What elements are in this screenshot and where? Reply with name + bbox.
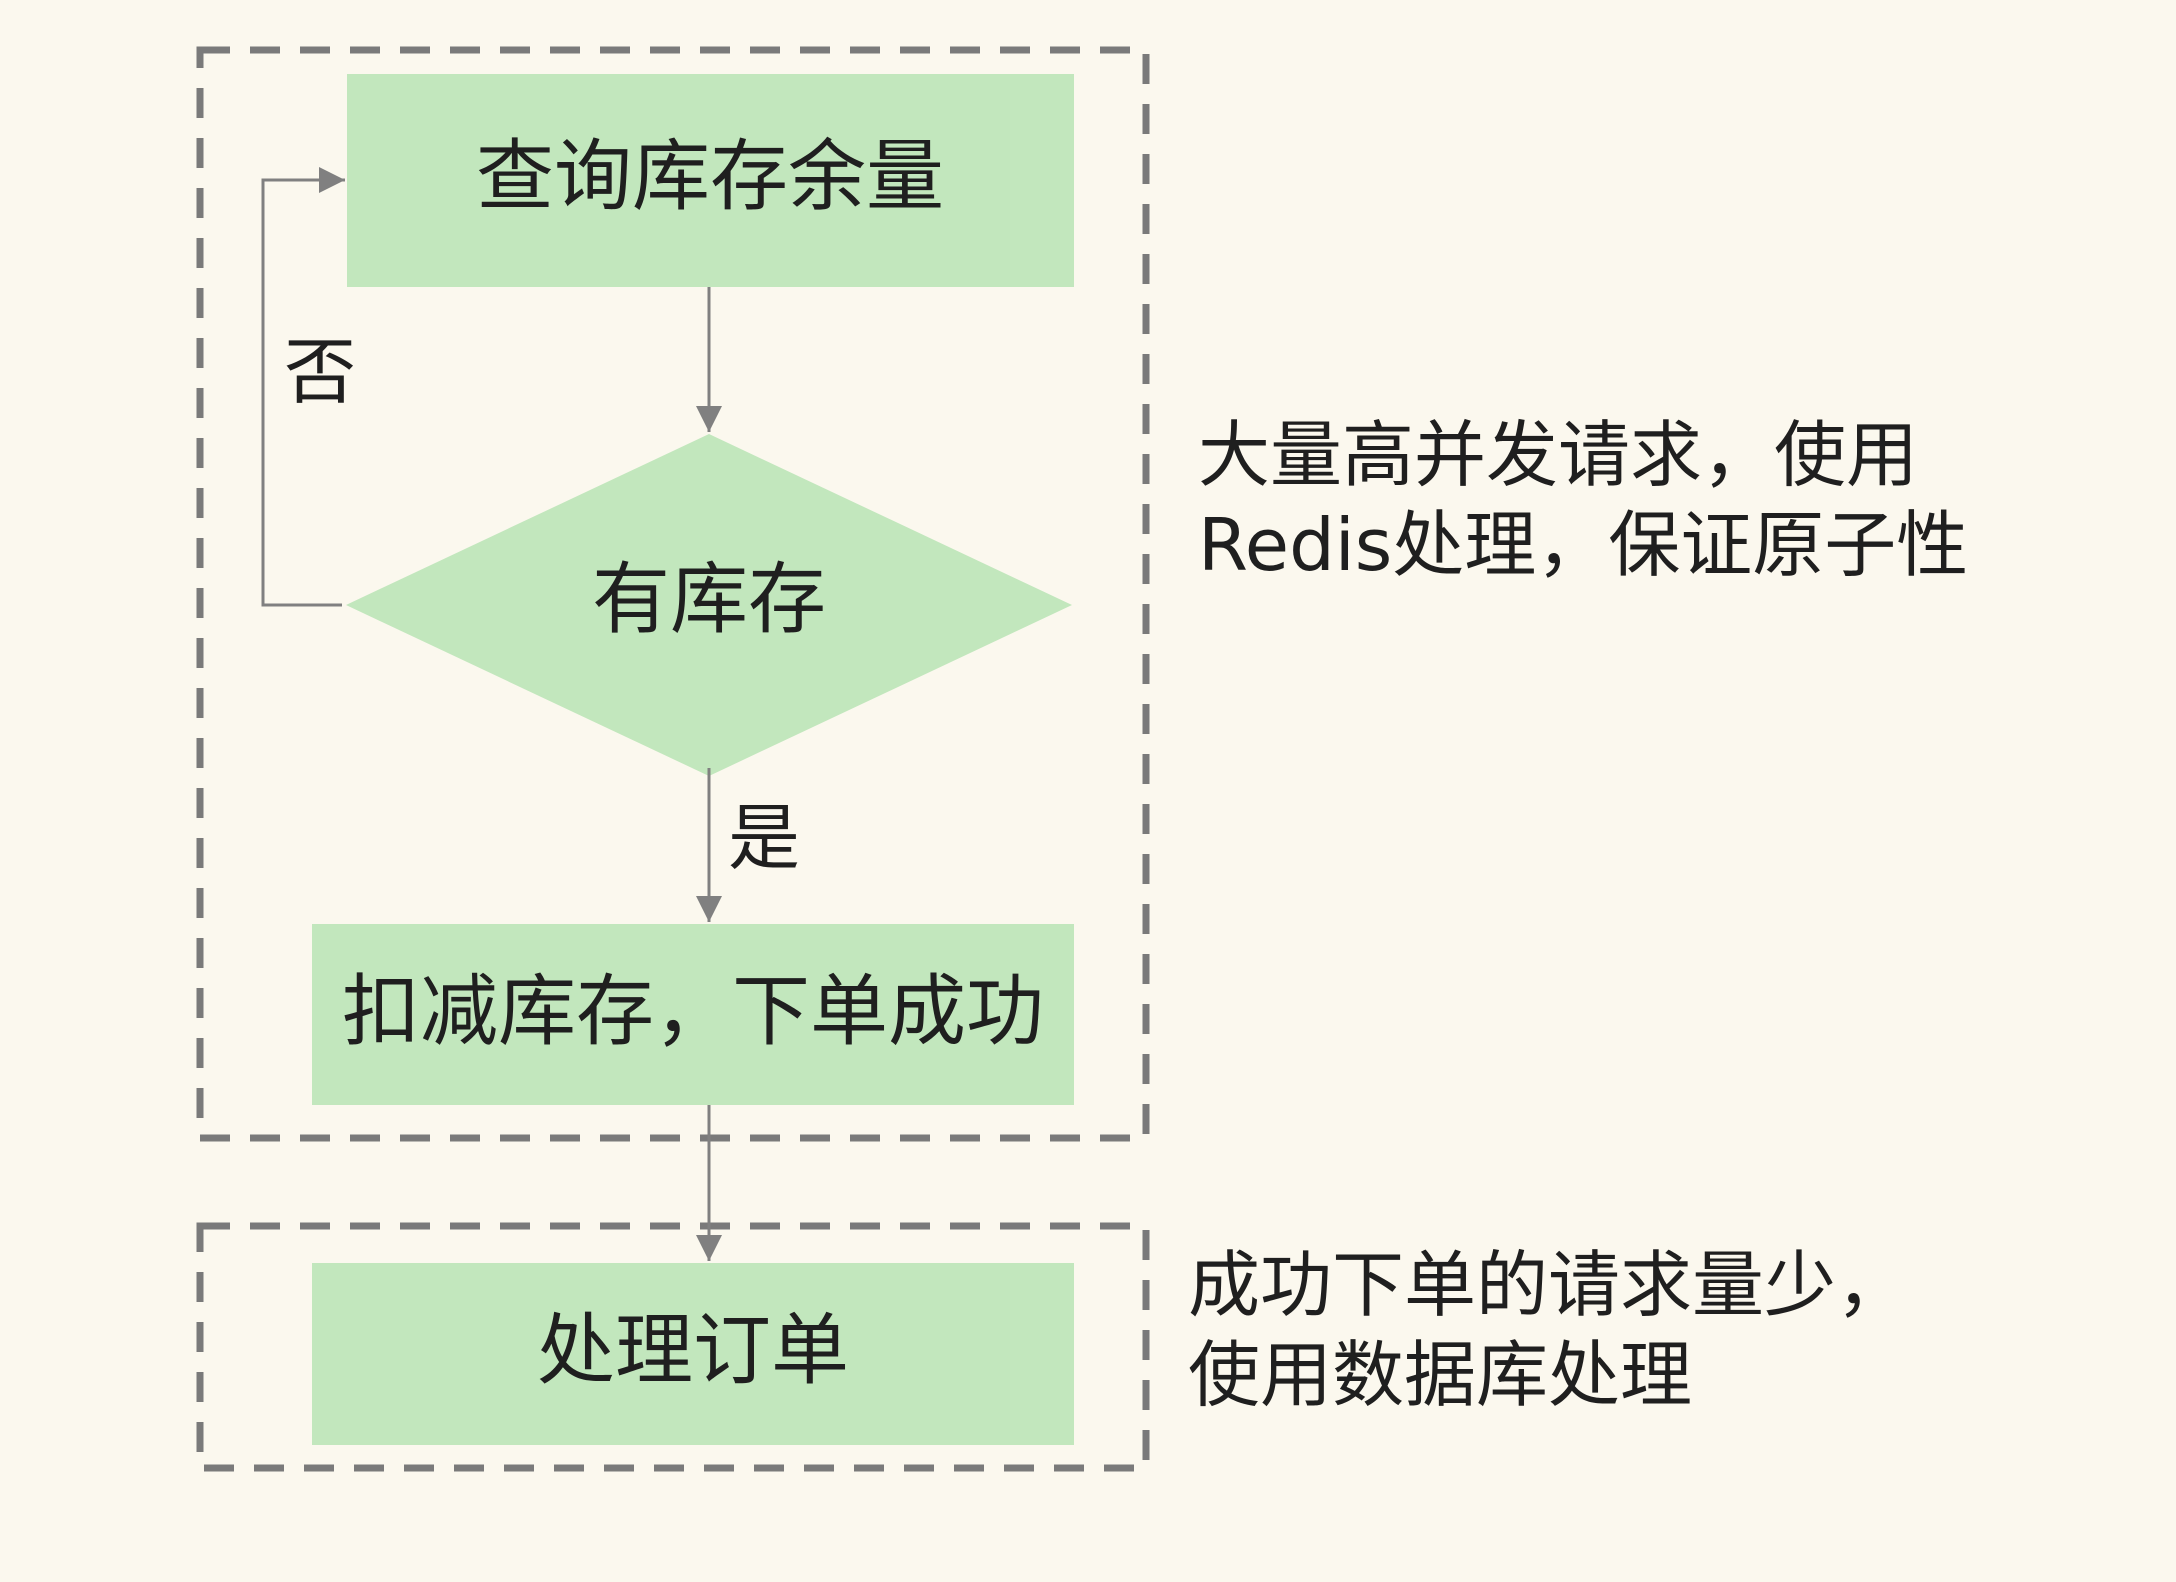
redis-note-line-1: 大量高并发请求，使用 [1198, 413, 1919, 497]
database-note-line-1: 成功下单的请求量少， [1188, 1243, 1909, 1327]
deduct-inventory-node [312, 924, 1074, 1105]
process-order-label: 处理订单 [537, 1306, 849, 1396]
deduct-inventory-label: 扣减库存，下单成功 [342, 967, 1044, 1057]
query-inventory-node [347, 74, 1074, 287]
database-note-line-2: 使用数据库处理 [1188, 1333, 1693, 1417]
query-inventory-label: 查询库存余量 [476, 132, 944, 222]
redis-note-line-2: Redis处理，保证原子性 [1198, 503, 1969, 587]
edge-decision-no-loop [261, 167, 345, 607]
database-group-note: 成功下单的请求量少， 使用数据库处理 [1188, 1240, 1908, 1420]
database-group-border [196, 1222, 1150, 1472]
has-inventory-label: 有库存 [592, 555, 826, 645]
redis-group-border [196, 46, 1150, 1142]
redis-group-note: 大量高并发请求，使用 Redis处理，保证原子性 [1198, 410, 1968, 590]
process-order-node [312, 1263, 1074, 1445]
has-inventory-decision [346, 434, 1072, 776]
edge-yes-label: 是 [728, 796, 800, 880]
edge-no-label: 否 [284, 330, 356, 414]
